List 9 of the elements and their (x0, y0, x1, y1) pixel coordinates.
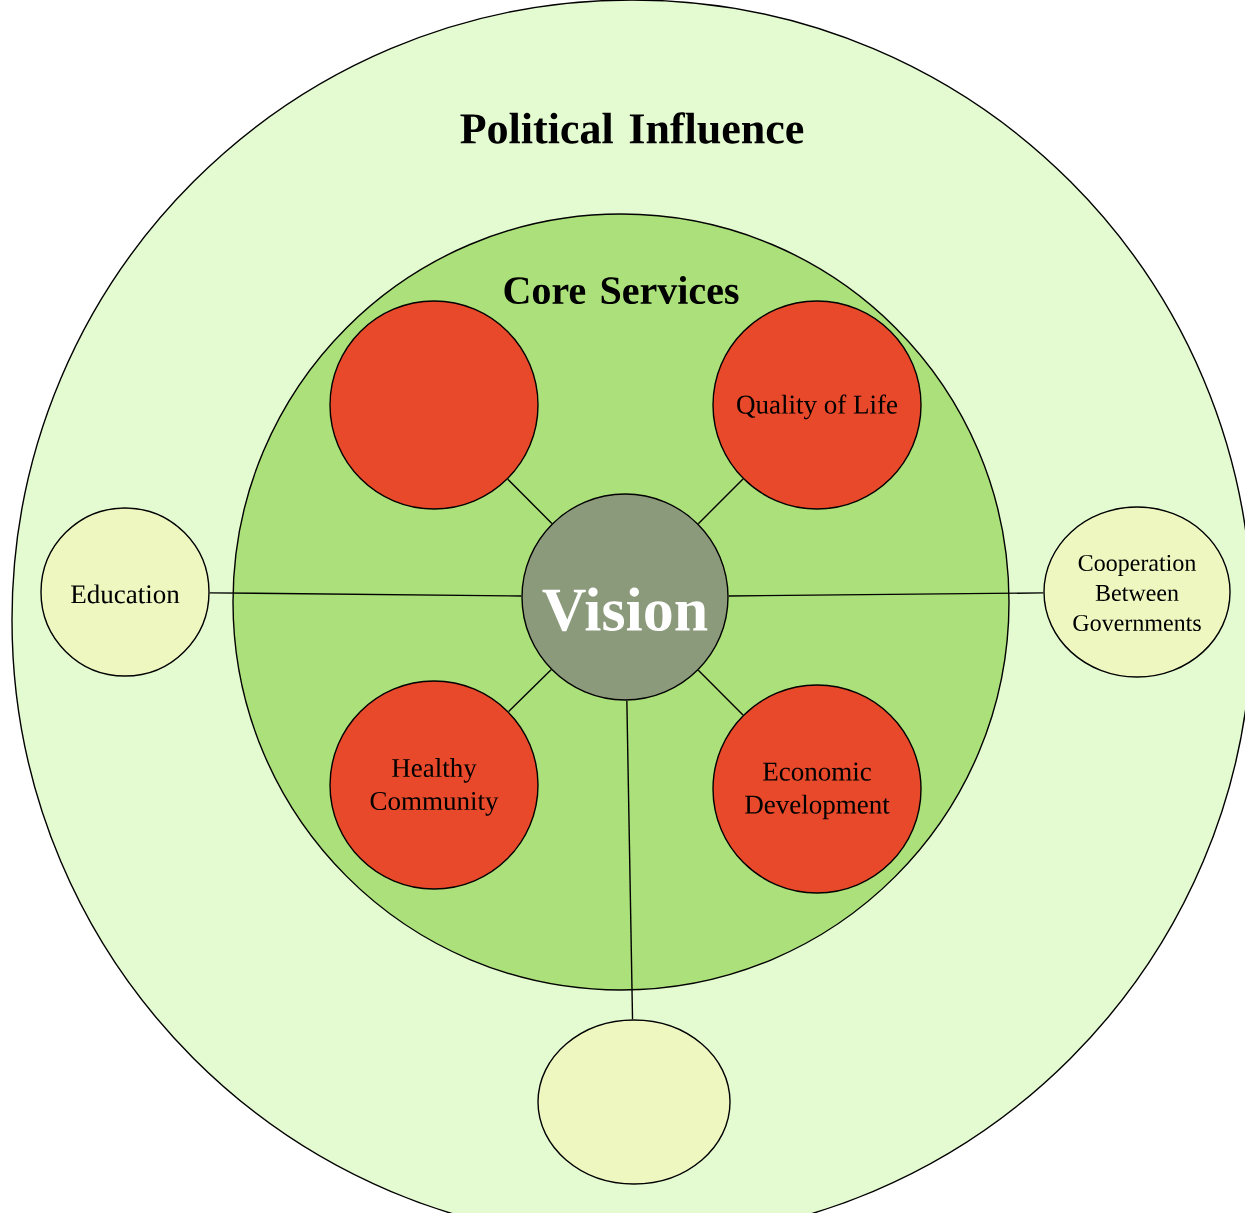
connector-line (626, 700, 634, 1021)
connector-line (728, 592, 1044, 597)
connector-line (697, 478, 744, 525)
topic-circle (537, 1019, 731, 1185)
connector-line (507, 669, 552, 713)
connector-line (697, 669, 744, 716)
band-title: Political Influence (460, 112, 804, 144)
connector-line (209, 592, 522, 597)
connector-line (507, 478, 553, 525)
